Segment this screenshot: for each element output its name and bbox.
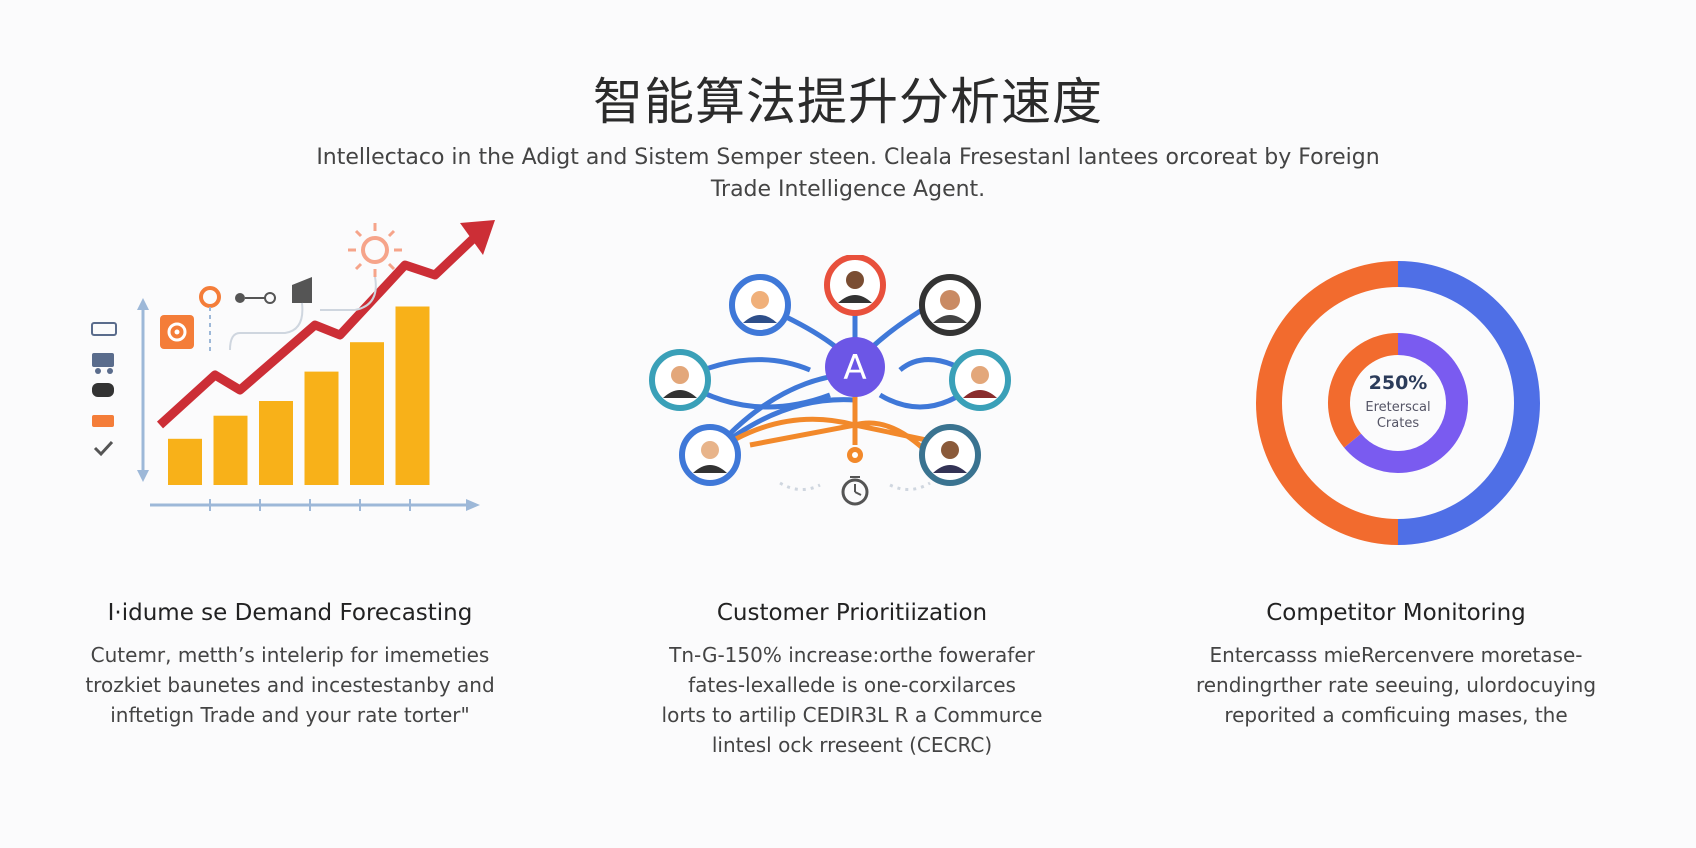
y-axis-arrow-down (137, 470, 149, 482)
link-icon (92, 383, 114, 397)
donut-slice (1344, 333, 1468, 473)
donut-slice (1328, 333, 1399, 448)
trend-arrow-icon (460, 220, 495, 255)
bar (350, 342, 384, 485)
bar (395, 306, 430, 485)
bar (304, 371, 339, 485)
sun-icon (348, 223, 402, 277)
page-subtitle: Intellectaco in the Adigt and Sistem Sem… (316, 145, 1380, 202)
bar-series (168, 306, 430, 485)
hub-label: A (843, 348, 866, 388)
delivery-icon (92, 415, 114, 427)
donut-center-caption-1: Ereterscal (1365, 400, 1430, 415)
slider-icon (235, 292, 276, 304)
table-icon (91, 322, 117, 336)
card-title-customer-prioritization: Customer Prioritiization (716, 600, 988, 626)
card-title-competitor-monitoring: Competitor Monitoring (1266, 600, 1526, 626)
bar-chart-icon (91, 220, 495, 511)
location-pin-icon (199, 286, 221, 308)
left-icon-column (91, 322, 117, 457)
demand-forecast-illustration (90, 215, 510, 555)
trend-line (156, 233, 479, 429)
card-text-competitor-monitoring: Entercasss mieRercenvere moretase- rendi… (1195, 643, 1597, 727)
hub-node (825, 337, 885, 397)
gear-icon (847, 447, 863, 463)
check-icon (93, 440, 114, 457)
card-text-customer-prioritization: Tn-G-150% increase:orthe fowerafer fates… (661, 643, 1043, 757)
donut-chart-icon: 250% Ereterscal Crates (1256, 261, 1540, 545)
donut-slice (1256, 261, 1399, 545)
donut-center-value: 250% (1369, 372, 1428, 394)
customer-network-illustration: A (630, 255, 1080, 555)
gear-icon (167, 322, 187, 342)
donut-chart (1256, 261, 1540, 545)
user-avatar-icon (649, 255, 1011, 486)
page-title: 智能算法提升分析速度 (593, 73, 1103, 131)
bar (168, 438, 202, 485)
bar (213, 415, 248, 485)
chart-icon (292, 277, 312, 303)
y-axis-arrow-up (137, 298, 149, 310)
truck-icon (92, 353, 114, 367)
card-title-demand-forecasting: I·idume se Demand Forecasting (107, 600, 473, 626)
card-text-demand-forecasting: Cutemr, metth’s intelerip for imemeties … (85, 643, 495, 727)
x-axis-arrow (466, 499, 480, 511)
donut-slice (1397, 261, 1540, 545)
clock-icon (841, 476, 869, 506)
bar (259, 401, 293, 485)
network-hub-icon: A (649, 255, 1011, 506)
donut-center-caption-2: Crates (1377, 416, 1419, 431)
donut-chart-illustration: 250% Ereterscal Crates (1240, 245, 1560, 565)
